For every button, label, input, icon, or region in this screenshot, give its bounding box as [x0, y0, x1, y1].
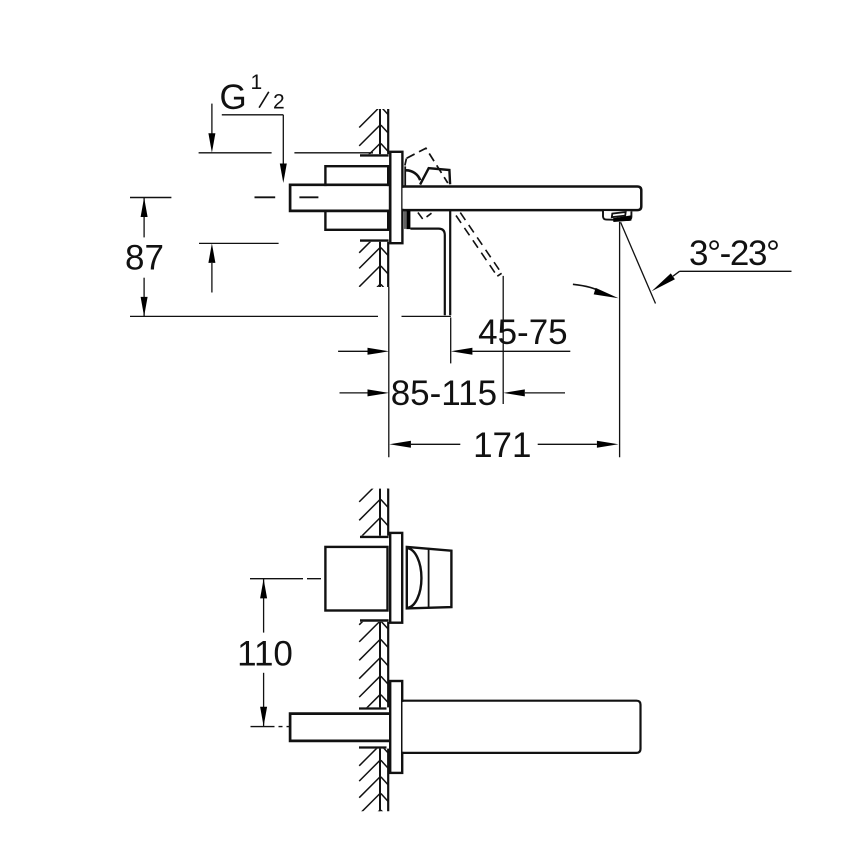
svg-text:1: 1 — [251, 71, 263, 94]
svg-text:45-75: 45-75 — [478, 313, 568, 352]
svg-text:110: 110 — [237, 635, 293, 674]
svg-text:85-115: 85-115 — [391, 374, 497, 413]
svg-text:171: 171 — [473, 426, 531, 465]
svg-text:3°-23°: 3°-23° — [689, 234, 779, 273]
svg-text:87: 87 — [125, 239, 164, 278]
svg-text:2: 2 — [273, 90, 285, 113]
svg-text:G: G — [220, 78, 247, 117]
